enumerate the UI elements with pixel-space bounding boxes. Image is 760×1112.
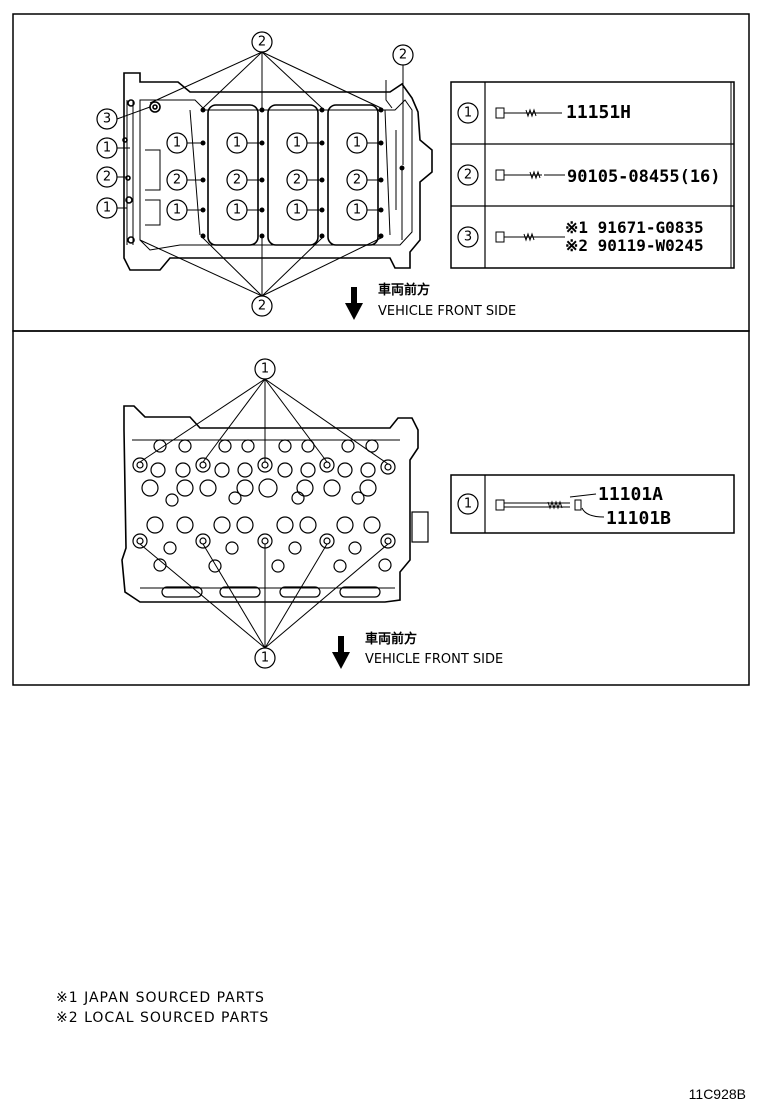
table-ref: 3 <box>464 230 472 245</box>
callout-2-left <box>96 166 118 188</box>
table-ref: 1 <box>464 497 472 512</box>
callout-1-left-a <box>96 137 118 159</box>
bottom-leader-lines <box>139 378 389 649</box>
callout-label: 1 <box>353 136 361 151</box>
part-number: 11101B <box>606 508 671 529</box>
callout-label: 1 <box>173 203 181 218</box>
callout-1-left-b <box>96 197 118 219</box>
callout-label: 1 <box>103 201 111 216</box>
direction-label-en: VEHICLE FRONT SIDE <box>378 304 516 319</box>
callout-1-top <box>254 358 276 380</box>
callout-label: 3 <box>103 112 111 127</box>
callout-label: 1 <box>293 203 301 218</box>
callout-2-top <box>251 31 273 53</box>
callout-2-right <box>392 44 414 66</box>
callout-label: 1 <box>293 136 301 151</box>
table-ref: 2 <box>464 168 472 183</box>
footnote-local-sourced: ※2 LOCAL SOURCED PARTS <box>56 1010 270 1026</box>
bottom-parts-table <box>450 474 735 534</box>
bottom-callouts <box>254 358 276 669</box>
camshaft-housing-drawing <box>122 72 433 271</box>
front-direction-arrow-icon <box>332 636 350 669</box>
direction-label-ja: 車両前方 <box>365 631 417 647</box>
bolt-icon <box>495 169 565 181</box>
callout-label: 2 <box>353 173 361 188</box>
top-callouts <box>96 31 414 317</box>
callout-label: 2 <box>103 170 111 185</box>
callout-label: 1 <box>353 203 361 218</box>
callout-label: 2 <box>293 173 301 188</box>
callout-2-bottom <box>251 295 273 317</box>
callout-label: 2 <box>258 299 266 314</box>
front-direction-arrow-icon <box>345 287 363 320</box>
direction-label-ja: 車両前方 <box>378 282 430 298</box>
callout-label: 1 <box>103 141 111 156</box>
part-number: 90105-08455(16) <box>567 167 721 187</box>
drawing-code: 11C928B <box>688 1086 746 1102</box>
direction-label-en: VEHICLE FRONT SIDE <box>365 652 503 667</box>
part-number: ※2 90119-W0245 <box>565 236 704 255</box>
callout-label: 1 <box>233 136 241 151</box>
part-number: 11101A <box>598 484 663 505</box>
callout-label: 1 <box>261 651 269 666</box>
bottom-panel-frame <box>12 330 750 686</box>
bolt-icon <box>495 107 562 119</box>
cylinder-head-drawing <box>121 405 429 603</box>
callout-label: 1 <box>261 362 269 377</box>
table-ref: 1 <box>464 106 472 121</box>
bolt-icon <box>495 231 565 243</box>
footnote-japan-sourced: ※1 JAPAN SOURCED PARTS <box>56 990 265 1006</box>
top-leader-lines <box>116 51 404 297</box>
callout-1-bottom <box>254 647 276 669</box>
callout-label: 2 <box>233 173 241 188</box>
part-number: 11151H <box>566 102 631 123</box>
callout-label: 1 <box>233 203 241 218</box>
callout-label: 1 <box>173 136 181 151</box>
callout-3-left <box>96 108 118 130</box>
part-number: ※1 91671-G0835 <box>565 218 704 237</box>
callout-label: 2 <box>258 35 266 50</box>
callout-label: 2 <box>173 173 181 188</box>
callout-label: 2 <box>399 48 407 63</box>
top-parts-table <box>450 81 735 269</box>
head-bolt-icon <box>495 499 582 511</box>
